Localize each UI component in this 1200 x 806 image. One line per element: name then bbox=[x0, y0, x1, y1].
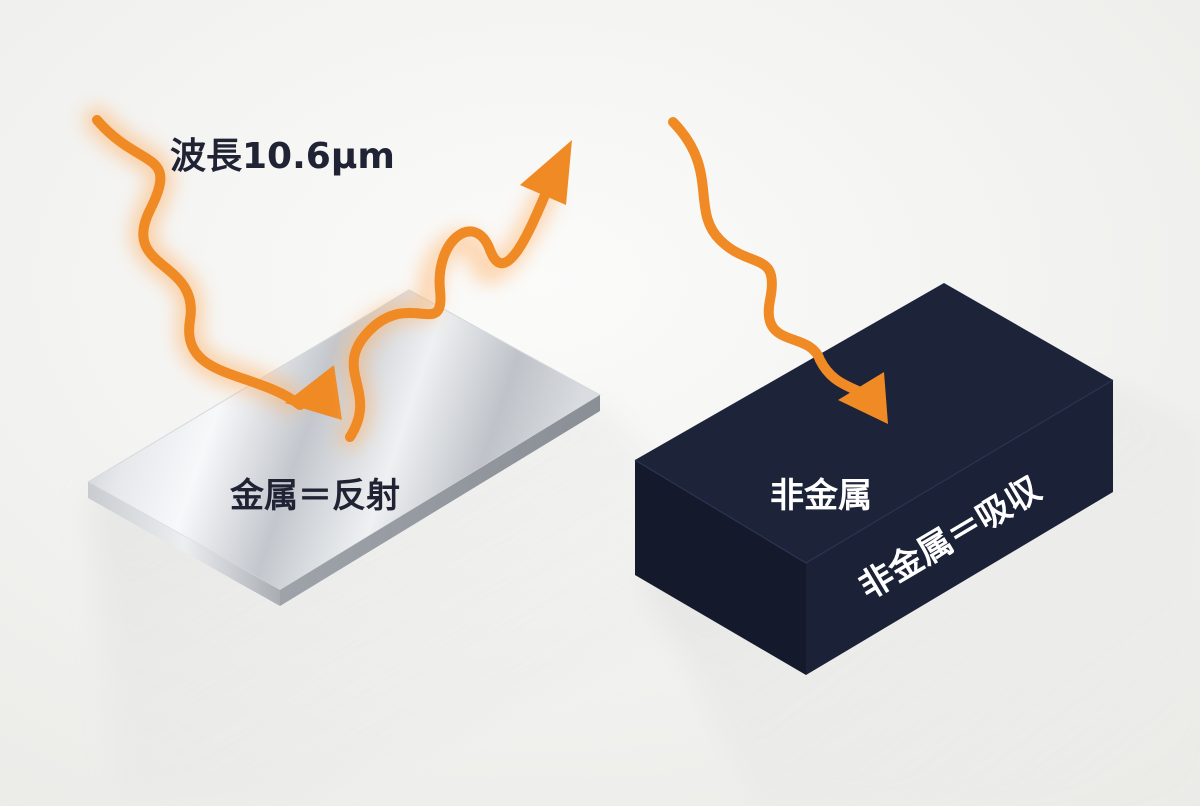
reflected-beam-arrowhead bbox=[520, 140, 572, 205]
nonmetal-block bbox=[634, 283, 1114, 675]
metal-reflection-label: 金属＝反射 bbox=[229, 476, 400, 516]
incident-beam-nonmetal bbox=[668, 117, 888, 424]
block-top-face bbox=[635, 283, 1113, 563]
wavelength-label: 波長10.6μm bbox=[170, 136, 395, 177]
metal-plate-side-edge bbox=[280, 395, 600, 606]
block-right-face bbox=[806, 380, 1113, 675]
absorbed-beam-line bbox=[668, 117, 865, 397]
incident-beam-arrowhead bbox=[285, 365, 342, 420]
nonmetal-top-label: 非金属 bbox=[770, 476, 872, 516]
absorbed-beam-arrowhead bbox=[838, 372, 888, 424]
reflected-beam bbox=[338, 140, 572, 449]
incident-beam-line bbox=[92, 115, 305, 410]
block-left-face bbox=[635, 460, 806, 675]
reflected-beam-line bbox=[345, 190, 550, 442]
block-edge-highlight bbox=[634, 379, 1114, 564]
metal-plate-front-edge bbox=[88, 482, 280, 606]
incident-beam-metal bbox=[84, 107, 342, 420]
